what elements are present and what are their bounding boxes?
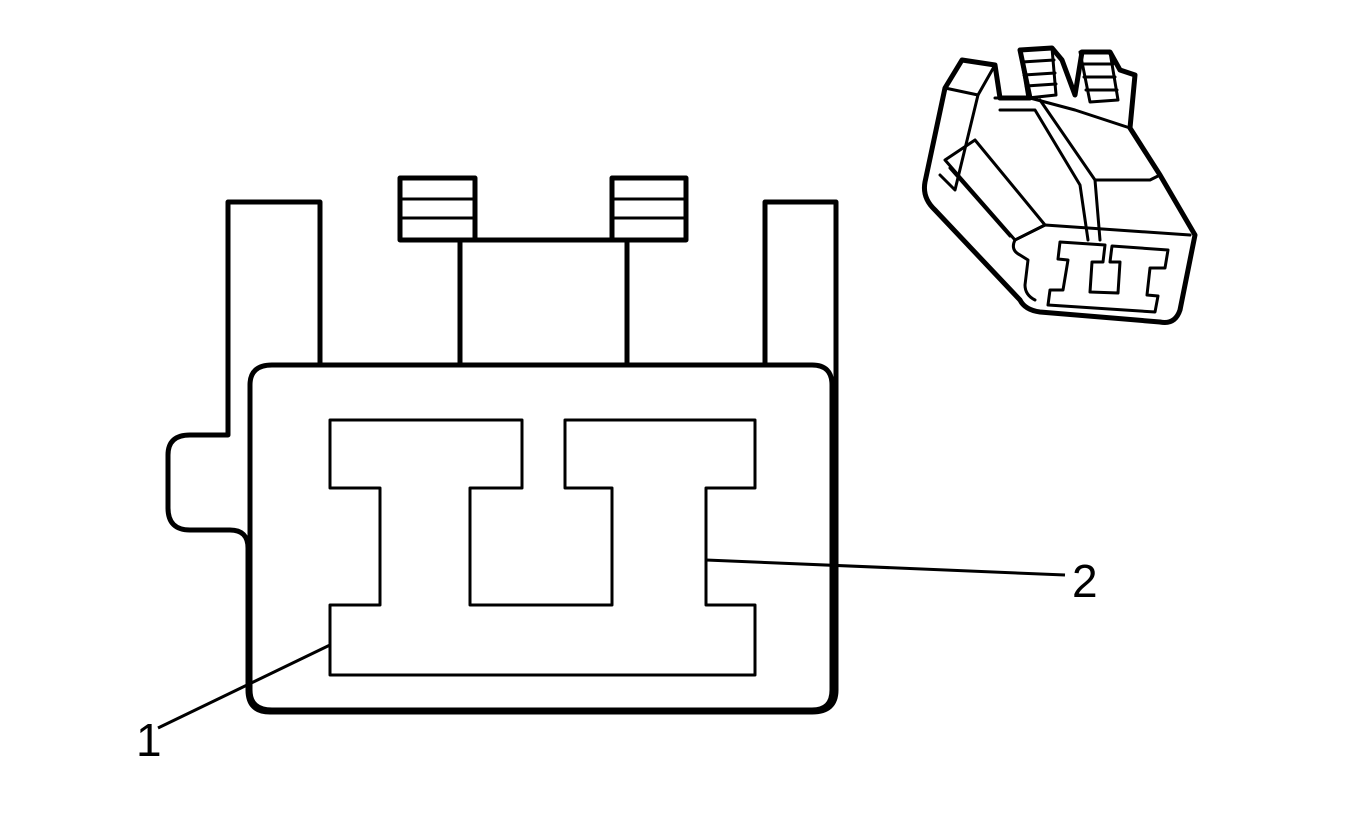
iso-latch-tab-left <box>1018 46 1058 100</box>
connector-isometric-view <box>922 45 1198 325</box>
callout-2: 2 <box>1072 555 1098 607</box>
terminal-cavity <box>328 418 757 677</box>
iso-terminal-cavity <box>1046 240 1170 314</box>
connector-face <box>247 362 835 713</box>
leader-line-1 <box>157 643 331 730</box>
leader-line-2 <box>705 558 1066 577</box>
latch-tab-left <box>397 175 478 243</box>
iso-body <box>922 45 1198 325</box>
callout-1: 1 <box>136 714 162 766</box>
latch-tab-right <box>609 175 689 243</box>
iso-latch-tab-right <box>1078 50 1120 104</box>
connector-front-view <box>165 175 839 715</box>
